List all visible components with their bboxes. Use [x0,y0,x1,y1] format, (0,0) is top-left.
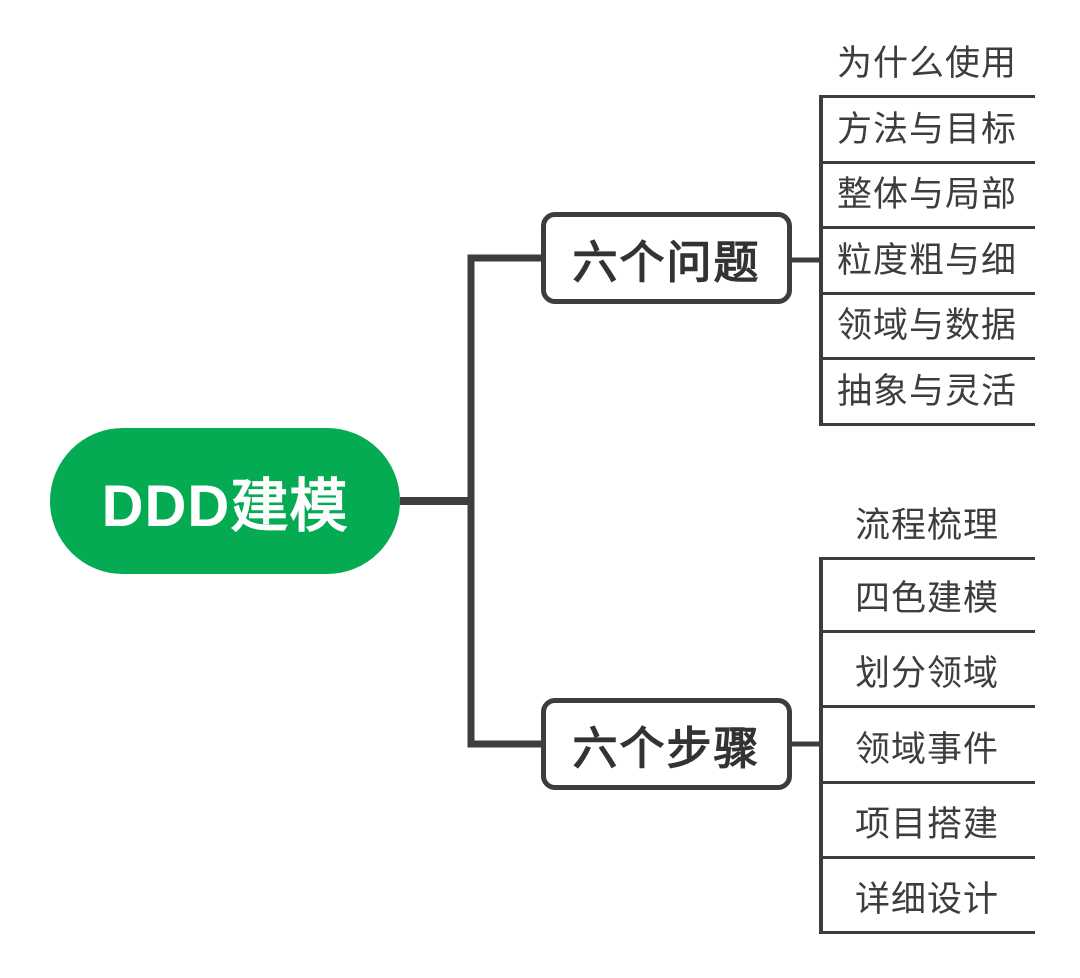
leaf-node[interactable]: 整体与局部 [819,159,1035,229]
steps-group-line [819,557,823,934]
root-node[interactable]: DDD建模 [50,428,400,574]
leaf-node[interactable]: 方法与目标 [819,94,1035,164]
trunk-elbow-connector [467,254,541,748]
leaf-node[interactable]: 为什么使用 [819,28,1035,98]
leaf-node[interactable]: 粒度粗与细 [819,225,1035,295]
leaf-node[interactable]: 划分领域 [819,638,1035,708]
questions-group-line [819,95,823,426]
leaf-node[interactable]: 领域事件 [819,714,1035,784]
branch-node-questions[interactable]: 六个问题 [541,212,792,304]
leaf-node[interactable]: 流程梳理 [819,490,1035,560]
branch-node-steps[interactable]: 六个步骤 [541,698,792,790]
leaf-node[interactable]: 领域与数据 [819,290,1035,360]
leaf-node[interactable]: 四色建模 [819,563,1035,633]
leaf-node[interactable]: 项目搭建 [819,789,1035,859]
leaf-node[interactable]: 抽象与灵活 [819,356,1035,426]
leaf-node[interactable]: 详细设计 [819,864,1035,934]
